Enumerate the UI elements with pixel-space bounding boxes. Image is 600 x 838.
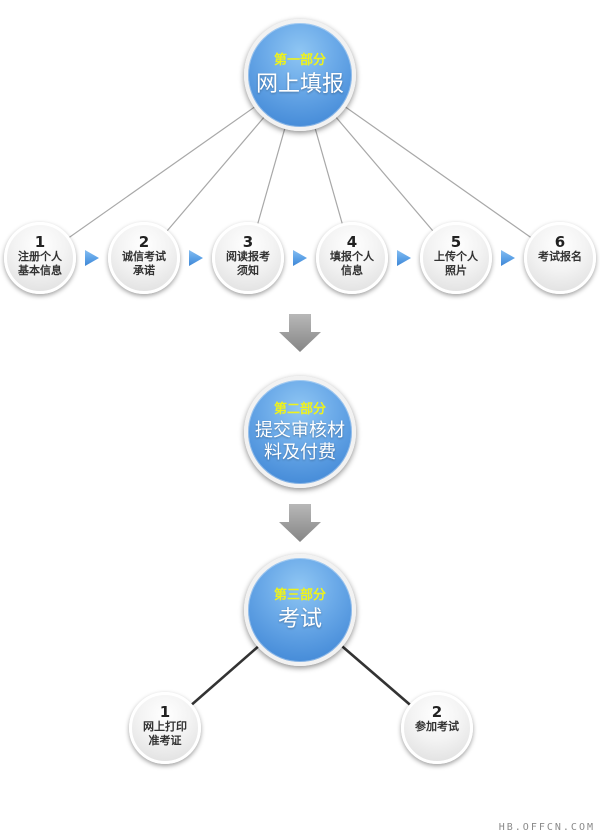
step-number: 6 — [554, 233, 566, 251]
step-label: 注册个人 — [18, 250, 62, 263]
step-label: 承诺 — [133, 264, 155, 277]
step-label: 参加考试 — [415, 720, 459, 733]
part-title: 考试 — [277, 607, 322, 632]
part-title: 提交审核材 — [255, 419, 345, 441]
step-print-admission-ticket: 1 网上打印 准考证 — [129, 692, 201, 764]
step-label: 填报个人 — [330, 250, 374, 263]
step-number: 5 — [450, 233, 462, 251]
step-number: 3 — [242, 233, 254, 251]
part-title: 料及付费 — [264, 441, 336, 463]
step-label: 基本信息 — [18, 264, 62, 277]
step-label: 照片 — [445, 264, 467, 277]
step-upload-photo: 5 上传个人 照片 — [420, 222, 492, 294]
part1-online-registration-node: 第一部分 网上填报 — [244, 19, 356, 131]
step-label: 上传个人 — [434, 250, 478, 263]
part-tag: 第二部分 — [273, 401, 326, 417]
step-label: 网上打印 — [143, 720, 187, 733]
step-number: 1 — [159, 703, 171, 721]
step-fill-personal-info: 4 填报个人 信息 — [316, 222, 388, 294]
step-label: 诚信考试 — [122, 250, 166, 263]
arrow-down-icon — [279, 314, 321, 352]
step-register-basic-info: 1 注册个人 基本信息 — [4, 222, 76, 294]
part3-exam-node: 第三部分 考试 — [244, 554, 356, 666]
step-label: 准考证 — [148, 734, 182, 747]
step-number: 2 — [431, 703, 443, 721]
part-title: 网上填报 — [255, 72, 344, 97]
part-tag: 第三部分 — [273, 588, 326, 603]
step-label: 须知 — [237, 264, 259, 277]
step-read-notice: 3 阅读报考 须知 — [212, 222, 284, 294]
step-integrity-pledge: 2 诚信考试 承诺 — [108, 222, 180, 294]
step-take-exam: 2 参加考试 — [401, 692, 473, 764]
step-number: 2 — [138, 233, 150, 251]
step-label: 阅读报考 — [226, 250, 270, 263]
step-number: 4 — [346, 233, 358, 251]
watermark: HB.OFFCN.COM — [498, 822, 595, 833]
step-label: 信息 — [341, 264, 363, 277]
step-number: 1 — [34, 233, 46, 251]
step-exam-registration: 6 考试报名 — [524, 222, 596, 294]
step-label: 考试报名 — [538, 250, 582, 263]
arrow-down-icon — [279, 504, 321, 542]
part2-submit-review-payment-node: 第二部分 提交审核材 料及付费 — [244, 376, 356, 488]
part-tag: 第一部分 — [273, 53, 326, 68]
